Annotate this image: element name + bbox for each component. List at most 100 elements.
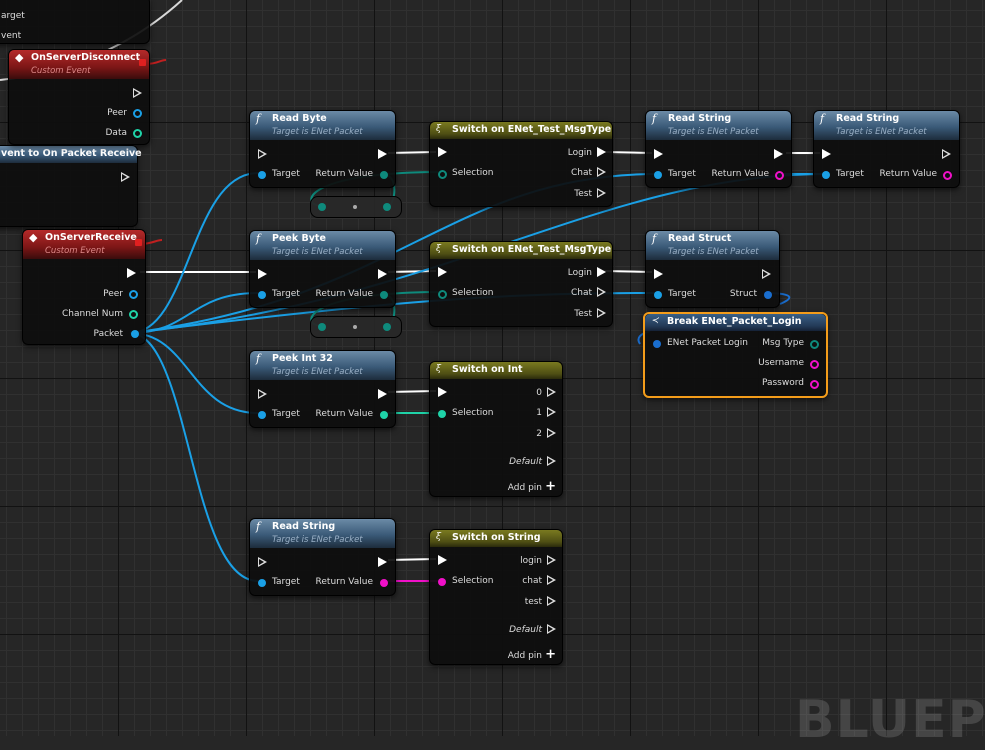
selection-pin[interactable] bbox=[438, 578, 446, 586]
node-subtitle: Target is ENet Packet bbox=[272, 367, 363, 377]
node-switch-string[interactable]: ξ Switch on String Selection login chat … bbox=[429, 529, 563, 665]
exec-out-test[interactable] bbox=[547, 596, 556, 606]
exec-out-pin[interactable] bbox=[378, 149, 387, 159]
exec-in-pin[interactable] bbox=[654, 149, 663, 159]
exec-out-pin[interactable] bbox=[942, 149, 951, 159]
selection-pin[interactable] bbox=[438, 170, 447, 179]
pin-label-default: Default bbox=[509, 625, 542, 635]
pin-label-target: Target bbox=[272, 169, 300, 179]
node-read-string-b[interactable]: f Read String Target is ENet Packet Targ… bbox=[813, 110, 960, 188]
node-switch-msgtype-2[interactable]: ξ Switch on ENet_Test_MsgType Selection … bbox=[429, 241, 613, 327]
reroute-in-pin[interactable] bbox=[318, 323, 326, 331]
exec-out-2[interactable] bbox=[547, 428, 556, 438]
exec-out-0[interactable] bbox=[547, 387, 556, 397]
return-value-pin[interactable] bbox=[775, 171, 784, 180]
pin-label-return: Return Value bbox=[315, 169, 373, 179]
target-pin[interactable] bbox=[654, 291, 662, 299]
delegate-pin[interactable] bbox=[139, 59, 146, 66]
exec-out-pin[interactable] bbox=[121, 172, 130, 182]
pin-label-selection: Selection bbox=[452, 576, 494, 586]
node-read-struct[interactable]: f Read Struct Target is ENet Packet Targ… bbox=[645, 230, 780, 308]
exec-out-chat[interactable] bbox=[547, 575, 556, 585]
exec-out-pin[interactable] bbox=[133, 88, 142, 98]
exec-in-pin[interactable] bbox=[438, 555, 447, 565]
peer-pin[interactable] bbox=[129, 290, 138, 299]
exec-in-pin[interactable] bbox=[438, 267, 447, 277]
exec-out-pin[interactable] bbox=[378, 269, 387, 279]
exec-wire-readbyte-switch bbox=[387, 151, 437, 154]
switch-icon: ξ bbox=[436, 244, 441, 254]
exec-out-login[interactable] bbox=[547, 555, 556, 565]
plus-icon[interactable]: + bbox=[545, 647, 556, 662]
reroute-node-1[interactable] bbox=[310, 196, 402, 218]
exec-in-pin[interactable] bbox=[258, 557, 267, 567]
target-pin[interactable] bbox=[822, 171, 830, 179]
node-on-server-disconnect[interactable]: ◆ OnServerDisconnect Custom Event Peer D… bbox=[8, 49, 150, 145]
exec-out-chat[interactable] bbox=[597, 167, 606, 177]
selection-pin[interactable] bbox=[438, 410, 446, 418]
return-value-pin[interactable] bbox=[943, 171, 952, 180]
return-value-pin[interactable] bbox=[380, 171, 388, 179]
username-pin[interactable] bbox=[810, 360, 819, 369]
delegate-pin[interactable] bbox=[135, 239, 142, 246]
partial-node-bind-event[interactable]: vent to On Packet Receive bbox=[0, 145, 142, 227]
exec-out-login[interactable] bbox=[597, 147, 606, 157]
target-pin[interactable] bbox=[258, 411, 266, 419]
return-value-pin[interactable] bbox=[380, 291, 388, 299]
exec-in-pin[interactable] bbox=[258, 149, 267, 159]
exec-out-chat[interactable] bbox=[597, 287, 606, 297]
peer-pin[interactable] bbox=[133, 109, 142, 118]
return-value-pin[interactable] bbox=[380, 579, 388, 587]
exec-in-pin[interactable] bbox=[654, 269, 663, 279]
partial-node-top[interactable]: arget vent bbox=[0, 0, 150, 44]
exec-out-test[interactable] bbox=[597, 308, 606, 318]
node-on-server-receive[interactable]: ◆ OnServerReceive Custom Event Peer Chan… bbox=[22, 229, 146, 345]
enet-packet-login-pin[interactable] bbox=[653, 340, 661, 348]
node-peek-byte[interactable]: f Peek Byte Target is ENet Packet Target… bbox=[249, 230, 396, 308]
target-pin[interactable] bbox=[258, 171, 266, 179]
target-pin[interactable] bbox=[258, 291, 266, 299]
node-read-string-a[interactable]: f Read String Target is ENet Packet Targ… bbox=[645, 110, 792, 188]
exec-in-pin[interactable] bbox=[258, 269, 267, 279]
channel-num-pin[interactable] bbox=[129, 310, 138, 319]
exec-in-pin[interactable] bbox=[438, 147, 447, 157]
node-read-string-lower[interactable]: f Read String Target is ENet Packet Targ… bbox=[249, 518, 396, 596]
reroute-out-pin[interactable] bbox=[383, 203, 391, 211]
exec-out-1[interactable] bbox=[547, 407, 556, 417]
reroute-out-pin[interactable] bbox=[383, 323, 391, 331]
exec-out-pin[interactable] bbox=[378, 389, 387, 399]
return-value-pin[interactable] bbox=[380, 411, 388, 419]
plus-icon[interactable]: + bbox=[545, 479, 556, 494]
exec-out-pin[interactable] bbox=[127, 268, 136, 278]
reroute-in-pin[interactable] bbox=[318, 203, 326, 211]
reroute-node-2[interactable] bbox=[310, 316, 402, 338]
msg-type-pin[interactable] bbox=[810, 340, 819, 349]
add-pin-button[interactable]: Add pin bbox=[507, 651, 542, 661]
exec-out-pin[interactable] bbox=[774, 149, 783, 159]
exec-out-login[interactable] bbox=[597, 267, 606, 277]
packet-pin[interactable] bbox=[131, 330, 139, 338]
exec-out-pin[interactable] bbox=[762, 269, 771, 279]
add-pin-button[interactable]: Add pin bbox=[507, 483, 542, 493]
password-pin[interactable] bbox=[810, 380, 819, 389]
selection-pin[interactable] bbox=[438, 290, 447, 299]
target-pin[interactable] bbox=[258, 579, 266, 587]
exec-out-default[interactable] bbox=[547, 624, 556, 634]
exec-in-pin[interactable] bbox=[438, 387, 447, 397]
node-switch-msgtype-1[interactable]: ξ Switch on ENet_Test_MsgType Selection … bbox=[429, 121, 613, 207]
exec-out-pin[interactable] bbox=[378, 557, 387, 567]
node-title: Read String bbox=[836, 113, 900, 124]
node-subtitle: Target is ENet Packet bbox=[836, 127, 927, 137]
target-pin[interactable] bbox=[654, 171, 662, 179]
node-switch-int[interactable]: ξ Switch on Int Selection 0 1 2 Default … bbox=[429, 361, 563, 497]
exec-in-pin[interactable] bbox=[822, 149, 831, 159]
node-read-byte[interactable]: f Read Byte Target is ENet Packet Target… bbox=[249, 110, 396, 188]
node-peek-int32[interactable]: f Peek Int 32 Target is ENet Packet Targ… bbox=[249, 350, 396, 428]
exec-in-pin[interactable] bbox=[258, 389, 267, 399]
struct-pin[interactable] bbox=[764, 291, 772, 299]
exec-out-test[interactable] bbox=[597, 188, 606, 198]
event-icon: ◆ bbox=[29, 231, 38, 244]
exec-out-default[interactable] bbox=[547, 456, 556, 466]
node-break-enet-packet-login[interactable]: ≺ Break ENet_Packet_Login ENet Packet Lo… bbox=[643, 312, 828, 398]
data-pin[interactable] bbox=[133, 129, 142, 138]
